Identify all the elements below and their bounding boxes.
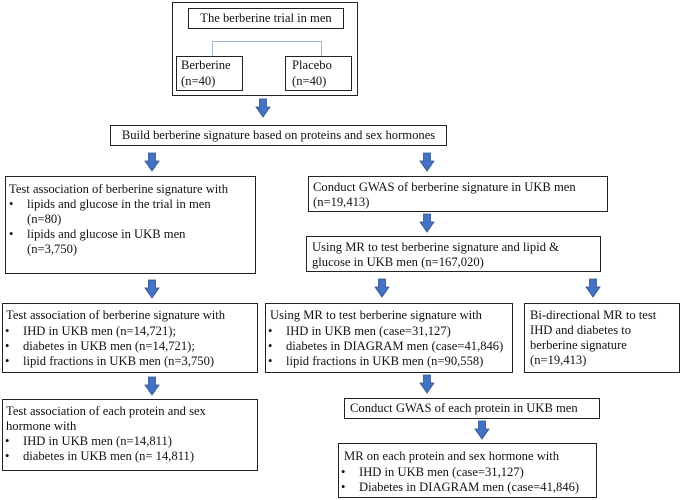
list-item: IHD in UKB men (case=31,127) [339,465,579,480]
arrow-down-icon [585,278,601,298]
gwas-signature-line-1: Conduct GWAS of berberine signature in U… [313,180,576,194]
trial-title-box [188,8,344,29]
list-item: lipids and glucose in UKB men [7,227,211,242]
list-item-cont: (n=3,750) [7,242,211,257]
arrow-down-icon [374,278,390,298]
list-item: IHD in UKB men (case=31,127) [266,324,503,339]
list-item-text: (n=80) [27,212,62,226]
arrow-down-icon [144,152,160,172]
mr-lipid-line-2: glucose in UKB men (n=167,020) [312,255,484,269]
build-signature-box [110,125,447,146]
berberine-arm-n: (n=40) [181,74,216,88]
mr-outcomes-list: IHD in UKB men (case=31,127) diabetes in… [266,324,503,369]
list-item: diabetes in UKB men (n= 14,811) [3,449,194,464]
bidirectional-mr-box [524,303,680,373]
bracket-connector-right [321,41,323,56]
left-box-3-title-1: Test association of each protein and sex [6,404,206,418]
berberine-arm-label: Berberine [181,58,231,72]
list-item-text: diabetes in UKB men (n=14,721); [23,339,195,353]
list-item-text: IHD in UKB men (n=14,721); [23,324,176,338]
list-item-text: Diabetes in DIAGRAM men (case=41,846) [359,480,580,494]
mr-lipid-line-1: Using MR to test berberine signature and… [312,240,559,254]
mr-lipid-box [306,236,601,272]
left-box-1-list: lipids and glucose in the trial in men (… [7,197,211,257]
list-item: lipid fractions in UKB men (n=90,558) [266,354,503,369]
list-item: lipids and glucose in the trial in men [7,197,211,212]
trial-title: The berberine trial in men [200,11,332,25]
left-box-1 [5,176,256,274]
list-item-text: IHD in UKB men (n=14,811) [23,434,172,448]
mr-outcomes-title: Using MR to test berberine signature wit… [270,308,482,322]
list-item: diabetes in UKB men (n=14,721); [3,339,214,354]
list-item: lipid fractions in UKB men (n=3,750) [3,354,214,369]
left-box-3-title-2: hormone with [6,419,77,433]
list-item-text: lipids and glucose in the trial in men [27,197,211,211]
arrow-down-icon [255,98,271,118]
bracket-connector-left [212,41,214,56]
bracket-connector-top [212,41,322,43]
list-item-text: lipid fractions in UKB men (n=90,558) [286,354,484,368]
bidirectional-line-4: (n=19,413) [530,353,587,367]
left-box-1-title: Test association of berberine signature … [9,182,229,196]
berberine-arm-box [176,56,243,91]
left-box-2-list: IHD in UKB men (n=14,721); diabetes in U… [3,324,214,369]
arrow-down-icon [419,213,435,233]
list-item-text: lipid fractions in UKB men (n=3,750) [23,354,215,368]
list-item-text: diabetes in UKB men (n= 14,811) [23,449,195,463]
bidirectional-line-1: Bi-directional MR to test [530,308,657,322]
placebo-arm-box [285,56,352,91]
list-item-text: lipids and glucose in UKB men [27,227,186,241]
gwas-signature-line-2: (n=19,413) [313,195,370,209]
mr-protein-title: MR on each protein and sex hormone with [344,449,560,463]
gwas-protein-box [344,398,600,419]
left-box-2-title: Test association of berberine signature … [6,308,226,322]
bidirectional-line-3: berberine signature [530,338,627,352]
gwas-signature-box [308,176,608,212]
arrow-down-icon [144,279,160,299]
bidirectional-line-2: IHD and diabetes to [530,323,632,337]
list-item-cont: (n=80) [7,212,211,227]
list-item-text: diabetes in DIAGRAM men (case=41,846) [286,339,504,353]
arrow-down-icon [419,152,435,172]
list-item: IHD in UKB men (n=14,721); [3,324,214,339]
arrow-down-icon [474,420,490,440]
arrow-down-icon [419,374,435,394]
list-item: diabetes in DIAGRAM men (case=41,846) [266,339,503,354]
list-item-text: (n=3,750) [27,242,78,256]
placebo-arm-label: Placebo [292,58,332,72]
arrow-down-icon [144,376,160,396]
left-box-3-list: IHD in UKB men (n=14,811) diabetes in UK… [3,434,194,464]
list-item: IHD in UKB men (n=14,811) [3,434,194,449]
list-item-text: IHD in UKB men (case=31,127) [286,324,451,338]
placebo-arm-n: (n=40) [292,74,327,88]
mr-protein-list: IHD in UKB men (case=31,127) Diabetes in… [339,465,579,495]
gwas-protein-text: Conduct GWAS of each protein in UKB men [350,401,578,415]
list-item: Diabetes in DIAGRAM men (case=41,846) [339,480,579,495]
build-signature-text: Build berberine signature based on prote… [121,128,436,142]
list-item-text: IHD in UKB men (case=31,127) [359,465,524,479]
